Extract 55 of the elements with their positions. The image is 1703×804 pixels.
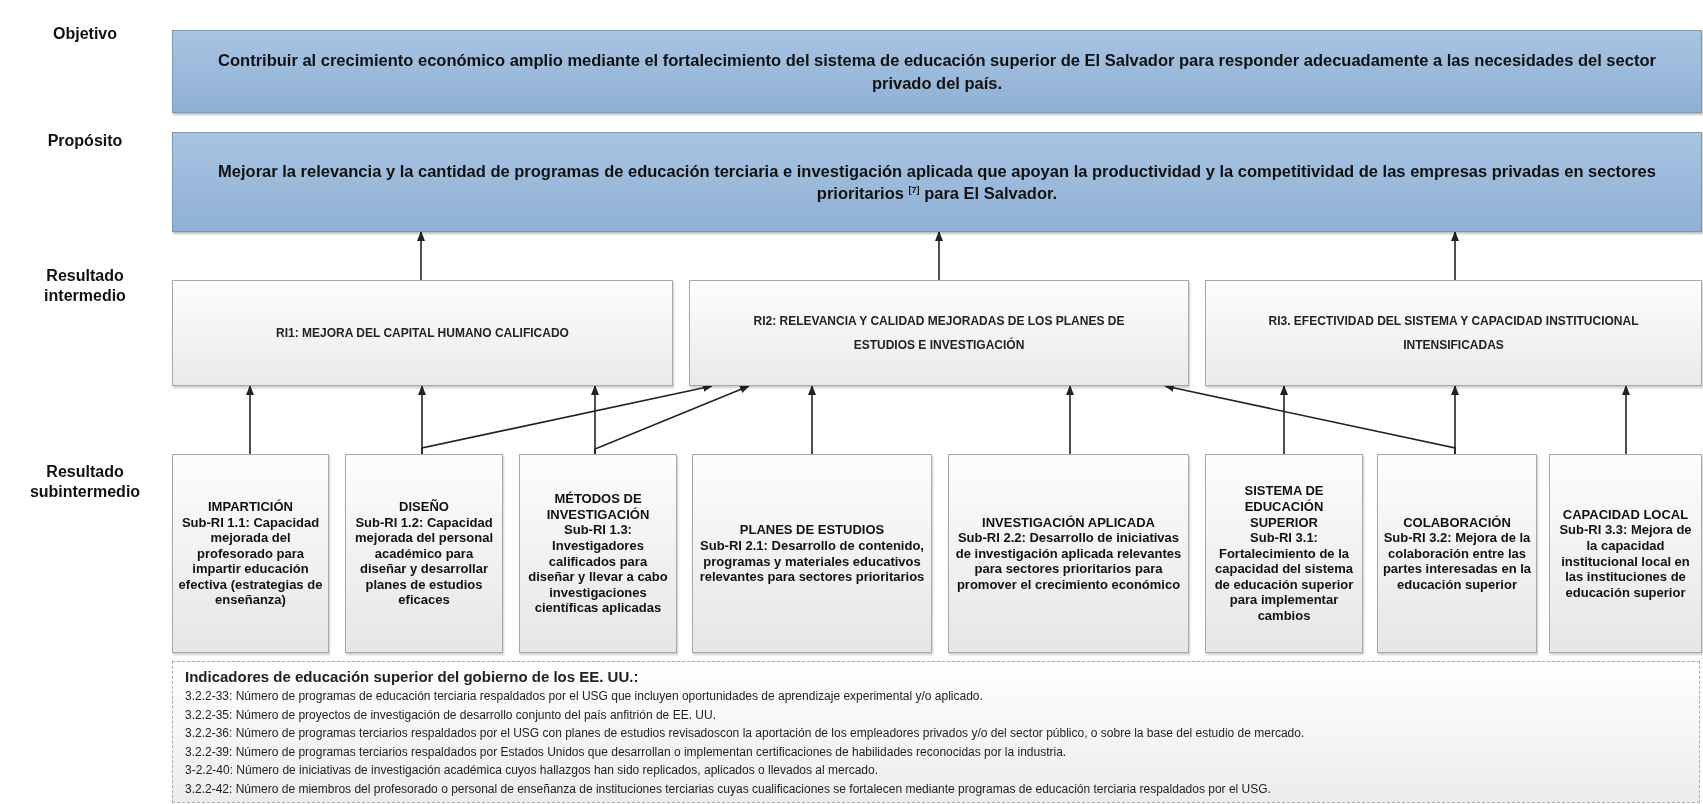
subresult-title: DISEÑO	[399, 498, 449, 515]
objective-box	[172, 132, 1702, 232]
result-title: RI2: RELEVANCIA Y CALIDAD MEJORADAS DE LOS PLANES DE ESTUDIOS E INVESTIGACIÓN	[752, 313, 1126, 354]
arrow	[594, 385, 750, 455]
arrow	[246, 385, 254, 455]
subresult-title: MÉTODOS DE INVESTIGACIÓN	[545, 491, 651, 523]
arrow	[1066, 385, 1074, 455]
subresult-title: INVESTIGACIÓN APLICADA	[982, 514, 1155, 531]
subresult-title: SISTEMA DE EDUCACIÓN SUPERIOR	[1243, 483, 1325, 531]
result-title: RI3. EFECTIVIDAD DEL SISTEMA Y CAPACIDAD INSTITUCIONAL INTENSIFICADAS	[1267, 313, 1640, 354]
subresult-description: Sub-RI 3.3: Mejora de la capacidad institucional local en las instituciones de educación superior	[1558, 522, 1693, 601]
subresult-box	[692, 454, 932, 653]
subresult-description: Sub-RI 1.2: Capacidad mejorada del personal académico para diseñar y desarrollar planes de estudios eficaces	[354, 514, 494, 609]
arrow	[1622, 385, 1630, 455]
result-box	[689, 280, 1189, 386]
indicator-text: 3.2.2-36: Número de programas terciarios respaldados por el USG con planes de estudios revisadoscon la aportación de los empleadores privados y/o del sector público, o sobre la base del estudio de mercado.	[185, 725, 1305, 742]
subresult-box	[1205, 454, 1363, 653]
statement-text: Contribuir al crecimiento económico amplio mediante el fortalecimiento del sistema de educación superior de El Salvador para responder adecuadamente a las necesidades del sector privado del país.	[217, 50, 1657, 94]
subresult-box	[1377, 454, 1537, 653]
subresult-box	[172, 454, 329, 653]
result-title: RI1: MEJORA DEL CAPITAL HUMANO CALIFICADO	[276, 325, 569, 342]
indicator-text: 3.2.2-42: Número de miembros del profesorado o personal de enseñanza de instituciones terciarias cuyas cualificaciones se fortalecen mediante programas de educación terciaria respaldados por el USG.	[185, 780, 1271, 798]
result-box	[1205, 280, 1702, 386]
level-label: Resultado subintermedio	[28, 462, 142, 502]
subresult-description: Sub-RI 3.1: Fortalecimiento de la capacidad del sistema de educación superior para implementar cambios	[1213, 530, 1355, 624]
indicator-text: 3-2.2-40: Número de iniciativas de investigación académica cuyos hallazgos han sido replicados, aplicados o llevados al mercado.	[185, 762, 879, 779]
level-label: Propósito	[46, 131, 124, 151]
result-box	[172, 280, 673, 386]
arrow	[935, 231, 943, 281]
subresult-box	[519, 454, 677, 653]
subresult-title: IMPARTICIÓN	[208, 498, 293, 515]
arrow	[417, 231, 425, 281]
arrow	[1280, 385, 1288, 455]
subresult-title: COLABORACIÓN	[1403, 514, 1511, 531]
objective-box	[172, 30, 1702, 113]
subresult-box	[1549, 454, 1702, 653]
subresult-description: Sub-RI 1.3: Investigadores calificados para diseñar y llevar a cabo investigaciones científicas aplicadas	[527, 522, 669, 616]
subresult-title: CAPACIDAD LOCAL	[1562, 506, 1689, 523]
indicator-text: 3.2.2-39: Número de programas terciarios respaldados por Estados Unidos que desarrollan o implementan certificaciones de habilidades reconocidas por la industria.	[185, 743, 1067, 761]
indicator-heading: Indicadores de educación superior del gobierno de los EE. UU.:	[185, 667, 639, 687]
arrow	[808, 385, 816, 455]
statement-text: Mejorar la relevancia y la cantidad de programas de educación terciaria e investigación aplicada que apoyan la productividad y la competitividad de las empresas privadas en sectores prioritarios $^{[7]}$ para El Salvador.	[217, 160, 1657, 204]
indicator-text: 3.2.2-35: Número de proyectos de investigación de desarrollo conjunto del país anfitrión de EE. UU.	[185, 706, 716, 724]
indicator-text: 3.2.2-33: Número de programas de educación terciaria respaldados por el USG que incluyen oportunidades de aprendizaje experimental y/o aplicado.	[185, 688, 983, 705]
subresult-box	[345, 454, 503, 653]
level-label: Objetivo	[52, 24, 118, 44]
subresult-box	[948, 454, 1189, 653]
subresult-title: PLANES DE ESTUDIOS	[739, 522, 885, 538]
subresult-description: Sub-RI 1.1: Capacidad mejorada del profesorado para impartir educación efectiva (estrategias de enseñanza)	[177, 514, 324, 609]
indicator-panel	[172, 661, 1700, 803]
level-label: Resultado intermedio	[43, 266, 127, 306]
arrow	[1451, 231, 1459, 281]
subresult-description: Sub-RI 3.2: Mejora de la colaboración entre las partes interesadas en la educación superior	[1382, 530, 1532, 593]
subresult-description: Sub-RI 2.2: Desarrollo de iniciativas de investigación aplicada relevantes para sectores prioritarios para promover el crecimiento económico	[954, 530, 1183, 593]
subresult-description: Sub-RI 2.1: Desarrollo de contenido, programas y materiales educativos relevantes para sectores prioritarios	[698, 537, 926, 585]
